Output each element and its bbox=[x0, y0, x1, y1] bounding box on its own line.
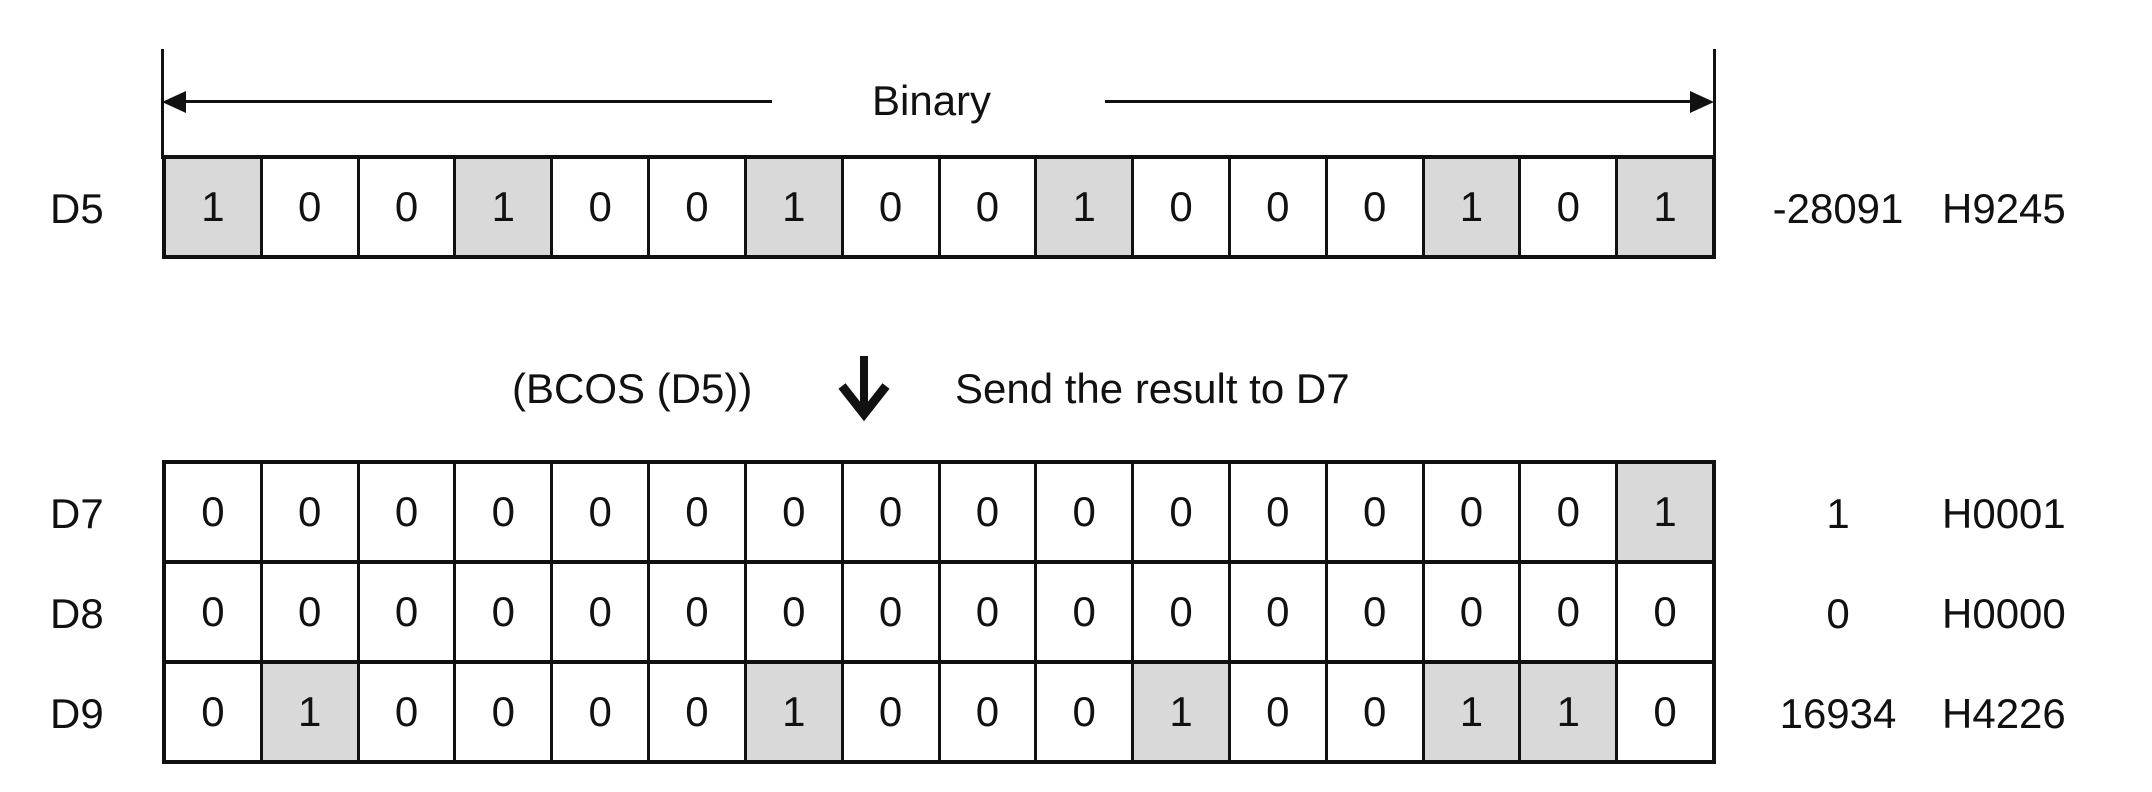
bit-cell: 1 bbox=[1518, 664, 1616, 760]
bit-cell: 0 bbox=[259, 464, 357, 560]
bit-cell: 0 bbox=[356, 159, 454, 255]
bit-cell: 0 bbox=[453, 664, 550, 760]
bit-cell: 0 bbox=[550, 159, 647, 255]
bit-cell: 0 bbox=[1227, 664, 1325, 760]
binary-span-right-bound bbox=[1713, 49, 1716, 159]
bit-cell: 0 bbox=[1518, 564, 1615, 660]
bit-cell: 0 bbox=[647, 464, 744, 560]
arrow-right-icon bbox=[1690, 91, 1714, 113]
instruction-text: (BCOS (D5)) bbox=[512, 365, 753, 412]
bit-cell: 0 bbox=[840, 464, 938, 560]
bit-cell: 0 bbox=[840, 564, 938, 660]
bit-cell: 0 bbox=[356, 464, 454, 560]
bit-cell: 1 bbox=[1615, 464, 1712, 560]
result-destination-text: Send the result to D7 bbox=[955, 365, 1350, 412]
bit-cell: 0 bbox=[1227, 564, 1325, 660]
bit-cell: 1 bbox=[1131, 664, 1228, 760]
bit-cell: 0 bbox=[1615, 564, 1712, 660]
bit-cell: 0 bbox=[647, 159, 744, 255]
bit-cell: 0 bbox=[743, 564, 841, 660]
decimal-value: -28091 bbox=[1772, 185, 1904, 232]
hex-value: H4226 bbox=[1942, 690, 2066, 737]
bit-cell: 1 bbox=[453, 159, 551, 255]
bit-cell: 0 bbox=[1034, 464, 1131, 560]
bit-cell: 0 bbox=[1324, 664, 1422, 760]
bit-cell: 0 bbox=[1131, 159, 1228, 255]
bit-cell: 0 bbox=[937, 564, 1035, 660]
bit-cell: 0 bbox=[840, 159, 938, 255]
bit-cell: 0 bbox=[453, 564, 550, 660]
bit-cell: 0 bbox=[1034, 564, 1131, 660]
bit-cell: 0 bbox=[1421, 564, 1519, 660]
bit-cell: 0 bbox=[937, 664, 1035, 760]
bit-cell: 0 bbox=[1131, 464, 1228, 560]
bit-cell: 0 bbox=[201, 488, 225, 535]
decimal-value: 16934 bbox=[1779, 690, 1897, 737]
binary-label: Binary bbox=[872, 77, 992, 124]
bit-cell: 0 bbox=[550, 664, 647, 760]
bit-cell: 0 bbox=[201, 588, 225, 635]
bit-cell: 1 bbox=[743, 664, 841, 760]
bit-cell: 0 bbox=[1324, 464, 1422, 560]
register-label: D5 bbox=[50, 185, 104, 232]
decimal-value: 1 bbox=[1826, 490, 1850, 537]
bit-cell: 0 bbox=[1227, 159, 1325, 255]
bit-cell: 1 bbox=[166, 159, 260, 255]
bit-cell: 0 bbox=[1324, 159, 1422, 255]
register-label: D8 bbox=[50, 590, 104, 637]
bit-cell: 0 bbox=[356, 664, 454, 760]
bit-cell: 0 bbox=[937, 464, 1035, 560]
bit-cell: 0 bbox=[1518, 464, 1615, 560]
register-label: D7 bbox=[50, 490, 104, 537]
hex-value: H0000 bbox=[1942, 590, 2066, 637]
bit-cell: 0 bbox=[743, 464, 841, 560]
bit-cell: 1 bbox=[259, 664, 357, 760]
hex-value: H0001 bbox=[1942, 490, 2066, 537]
bit-cell: 1 bbox=[1421, 664, 1519, 760]
bit-cell: 0 bbox=[1034, 664, 1131, 760]
bit-cell: 0 bbox=[1518, 159, 1615, 255]
bit-cell: 0 bbox=[259, 159, 357, 255]
arrow-left-icon bbox=[162, 91, 186, 113]
decimal-value: 0 bbox=[1826, 590, 1850, 637]
bit-cell: 0 bbox=[647, 564, 744, 660]
bit-cell: 0 bbox=[259, 564, 357, 660]
bit-cell: 0 bbox=[1324, 564, 1422, 660]
bit-cell: 0 bbox=[550, 464, 647, 560]
bit-cell: 0 bbox=[647, 664, 744, 760]
register-label: D9 bbox=[50, 690, 104, 737]
bit-cell: 0 bbox=[1227, 464, 1325, 560]
bit-cell: 0 bbox=[840, 664, 938, 760]
binary-arrow-right-line bbox=[1105, 100, 1705, 103]
bit-cell: 1 bbox=[743, 159, 841, 255]
bit-cell: 0 bbox=[1131, 564, 1228, 660]
bit-cell: 1 bbox=[1421, 159, 1519, 255]
bit-cell: 0 bbox=[356, 564, 454, 660]
bit-cell: 0 bbox=[453, 464, 550, 560]
bit-cell: 0 bbox=[1615, 664, 1712, 760]
bit-cell: 0 bbox=[550, 564, 647, 660]
bit-cell: 1 bbox=[1034, 159, 1132, 255]
bit-cell: 0 bbox=[937, 159, 1035, 255]
bit-cell: 1 bbox=[1615, 159, 1712, 255]
bit-cell: 0 bbox=[1421, 464, 1519, 560]
binary-span-left-bound bbox=[161, 49, 164, 159]
binary-arrow-left-line bbox=[170, 100, 772, 103]
arrow-down-icon bbox=[838, 356, 890, 422]
bit-cell: 0 bbox=[201, 688, 225, 735]
hex-value: H9245 bbox=[1942, 185, 2066, 232]
